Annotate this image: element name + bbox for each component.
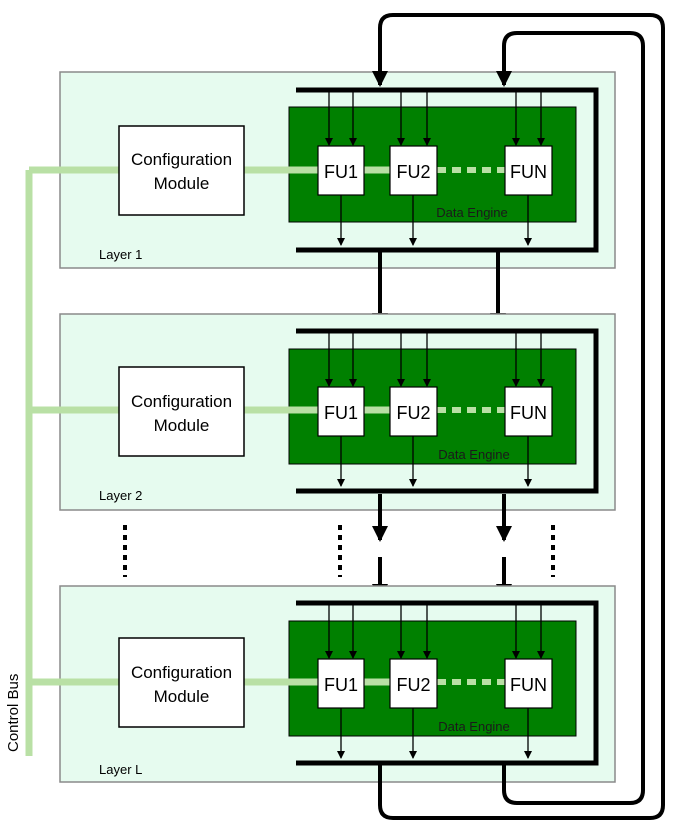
layer-l-data-engine-label: Data Engine xyxy=(438,719,510,734)
layer-1-fun-box xyxy=(504,145,553,196)
layer-2-data-engine-label: Data Engine xyxy=(438,447,510,462)
layer-2-fu1-label: FU1 xyxy=(324,403,358,423)
layer-l-fu2-label: FU2 xyxy=(396,675,430,695)
layer-l-config-line2: Module xyxy=(154,687,210,706)
layer-1-data-engine-label: Data Engine xyxy=(436,205,508,220)
layer-l-fu1-label: FU1 xyxy=(324,675,358,695)
layer-1-fu1-label: FU1 xyxy=(324,162,358,182)
control-bus-label: Control Bus xyxy=(5,674,22,752)
layer-2-fu1-box xyxy=(317,386,365,437)
layer-1-bus xyxy=(296,87,599,253)
layer-2-fun-box xyxy=(504,386,553,437)
layer-1-config-line1: Configuration xyxy=(131,150,232,169)
layer-2-bus xyxy=(296,328,599,494)
layer-1-fun-label: FUN xyxy=(510,162,547,182)
layer-1: Configuration Module FU1 FU2 FUN Data En… xyxy=(29,71,616,269)
layer-l-fu1-box xyxy=(317,658,365,709)
layer-1-fu2-label: FU2 xyxy=(396,162,430,182)
layer-2: Configuration Module FU1 FU2 FUN Data En… xyxy=(29,313,616,511)
layer-l-label: Layer L xyxy=(99,762,142,777)
feedback-loop-outer xyxy=(372,13,665,820)
layer-l-fun-box xyxy=(504,658,553,709)
layer-2-config-line1: Configuration xyxy=(131,392,232,411)
layer-2-configuration-module xyxy=(118,366,245,457)
layer-2-fu2-box xyxy=(389,386,438,437)
layer-l-config-line1: Configuration xyxy=(131,663,232,682)
layer-l-bus xyxy=(296,600,599,766)
layer-1-label: Layer 1 xyxy=(99,247,142,262)
layer-1-configuration-module xyxy=(118,125,245,216)
layer-1-fu2-box xyxy=(389,145,438,196)
layer-l-configuration-module xyxy=(118,637,245,728)
layer-1-config-line2: Module xyxy=(154,174,210,193)
layer-2-fu2-label: FU2 xyxy=(396,403,430,423)
layer-2-fun-label: FUN xyxy=(510,403,547,423)
layer-l-fu2-box xyxy=(389,658,438,709)
feedback-loop-inner xyxy=(496,31,645,805)
layer-l-fun-label: FUN xyxy=(510,675,547,695)
layer-l: Configuration Module FU1 FU2 FUN Data En… xyxy=(29,585,616,783)
layer-2-label: Layer 2 xyxy=(99,488,142,503)
layer-2-config-line2: Module xyxy=(154,416,210,435)
